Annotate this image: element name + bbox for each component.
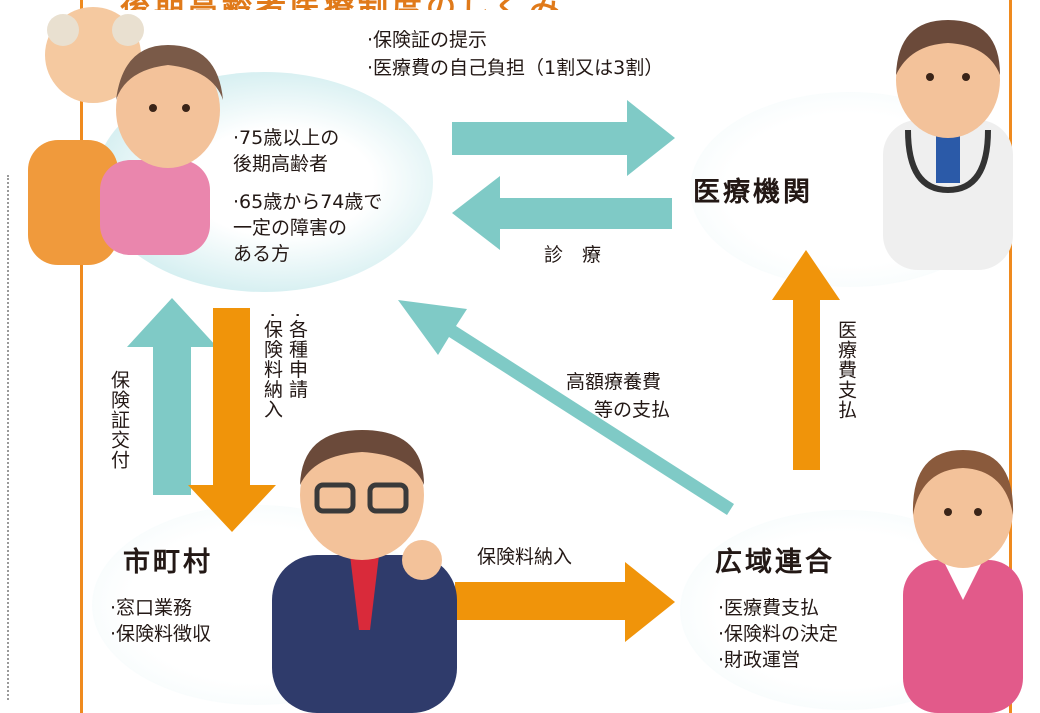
insured-line-3: ·65歳から74歳で xyxy=(233,191,383,213)
insurance-card-issue-label: 保険証交付 xyxy=(108,370,130,470)
medical-institution-label: 医療機関 xyxy=(693,177,813,208)
dotted-guide-line xyxy=(7,175,9,700)
elderly-couple-illustration xyxy=(28,7,223,265)
treatment-label: 診 療 xyxy=(544,244,602,266)
arrow-high-cost-refund xyxy=(398,300,734,515)
arrow-insurance-card xyxy=(127,298,217,495)
premium-payment-label: 保険料納入 xyxy=(477,546,573,568)
medical-payment-label: 医療費支払 xyxy=(835,320,857,420)
insured-line-2: 後期高齢者 xyxy=(233,153,329,175)
municipality-item-1: ·窓口業務 xyxy=(110,597,193,619)
flow-to-medical-line-1: ·保険証の提示 xyxy=(367,29,488,51)
union-staff-illustration xyxy=(903,450,1023,713)
frame-right-border xyxy=(1009,0,1012,713)
municipality-item-2: ·保険料徴収 xyxy=(110,623,212,645)
flow-to-medical-line-2: ·医療費の自己負担（1割又は3割） xyxy=(367,57,664,79)
frame-left-border xyxy=(80,0,83,713)
insured-line-1: ·75歳以上の xyxy=(233,127,340,149)
applications-line-2: ·保険料納入 xyxy=(261,312,283,420)
arrow-premium-payment xyxy=(455,562,675,642)
municipal-staff-illustration xyxy=(272,430,457,713)
insured-line-4: 一定の障害の xyxy=(233,217,348,239)
doctor-illustration xyxy=(883,20,1013,270)
arrow-medical-payment xyxy=(772,250,840,470)
arrow-treatment xyxy=(452,176,672,250)
municipality-label: 市町村 xyxy=(123,547,213,578)
applications-line-1: ·各種申請 xyxy=(286,312,308,400)
insured-line-5: ある方 xyxy=(233,243,291,265)
high-cost-refund-line-2: 等の支払 xyxy=(594,399,671,421)
regional-union-item-2: ·保険料の決定 xyxy=(718,623,839,645)
regional-union-item-3: ·財政運営 xyxy=(718,649,801,671)
regional-union-label: 広域連合 xyxy=(715,547,835,578)
regional-union-item-1: ·医療費支払 xyxy=(718,597,820,619)
page-title: 後期高齢者医療制度のしくみ xyxy=(120,0,780,10)
arrow-applications xyxy=(188,308,276,532)
arrow-to-medical xyxy=(452,100,675,176)
high-cost-refund-line-1: 高額療養費 xyxy=(566,371,662,393)
